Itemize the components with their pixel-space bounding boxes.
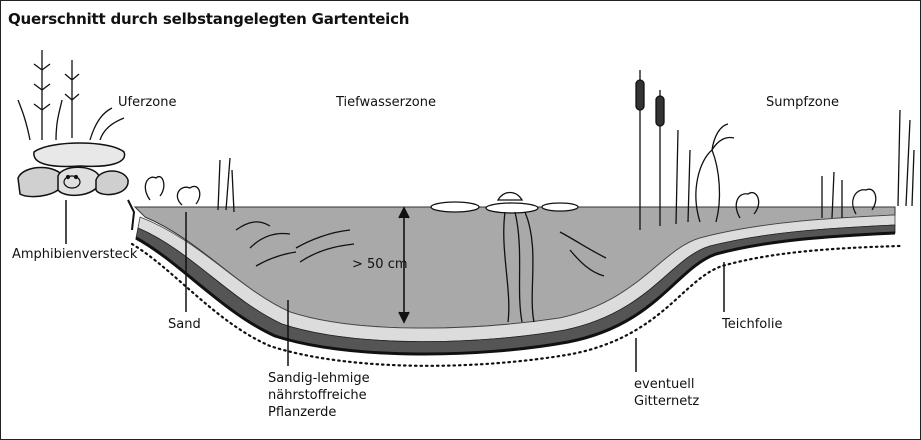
label-sumpfzone: Sumpfzone bbox=[766, 94, 839, 111]
label-gitternetz-line-2: Gitternetz bbox=[634, 393, 699, 410]
label-uferzone: Uferzone bbox=[118, 94, 176, 111]
label-soil-line-1: Sandig-lehmige bbox=[268, 370, 370, 387]
shore-plants-left bbox=[18, 50, 124, 140]
label-teichfolie: Teichfolie bbox=[722, 316, 782, 333]
label-depth: > 50 cm bbox=[352, 256, 408, 273]
label-sand: Sand bbox=[168, 316, 201, 333]
left-bank bbox=[128, 200, 134, 230]
label-amphibienversteck: Amphibienversteck bbox=[12, 246, 137, 263]
label-tiefwasserzone: Tiefwasserzone bbox=[336, 94, 436, 111]
diagram-title: Querschnitt durch selbstangelegten Garte… bbox=[8, 10, 409, 28]
shore-stones bbox=[18, 143, 128, 197]
label-gitternetz-line-1: eventuell bbox=[634, 376, 695, 393]
label-soil-line-3: Pflanzerde bbox=[268, 404, 336, 421]
label-soil-line-2: nährstoffreiche bbox=[268, 387, 367, 404]
